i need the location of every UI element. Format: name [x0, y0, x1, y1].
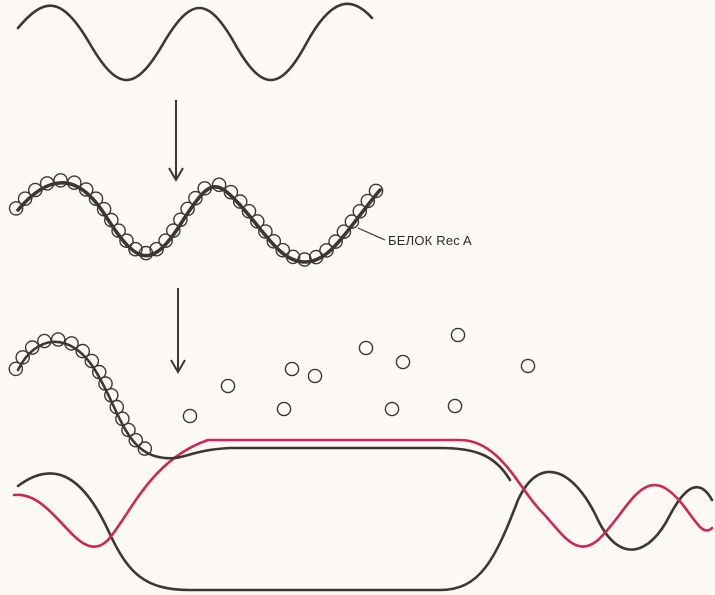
stage-2-group: [10, 174, 383, 266]
rec-a-protein-bead: [385, 402, 398, 415]
stage-2-dna-strand: [18, 183, 380, 262]
rec-a-protein-bead: [221, 379, 234, 392]
stage-1-dna-strand: [18, 4, 372, 80]
rec-a-protein-bead: [521, 359, 534, 372]
rec-a-protein-bead: [359, 341, 372, 354]
invading-strand: [18, 342, 510, 480]
protein-label: БЕЛОК Rec A: [388, 233, 472, 248]
stage-3-group: [9, 328, 712, 590]
rec-a-protein-bead: [298, 253, 311, 266]
rec-a-protein-bead: [38, 334, 51, 347]
rec-a-protein-bead: [308, 369, 321, 382]
rec-a-protein-bead: [396, 355, 409, 368]
rec-a-protein-bead: [54, 174, 67, 187]
rec-a-protein-bead: [52, 333, 65, 346]
rec-a-protein-bead: [183, 409, 196, 422]
arrow-down-icon: [171, 288, 185, 372]
label-pointer: [358, 228, 385, 240]
duplex-strand-pink: [14, 440, 712, 547]
rec-a-protein-bead: [285, 362, 298, 375]
free-rec-a-proteins: [183, 328, 534, 422]
rec-a-protein-bead: [213, 178, 226, 191]
arrow-down-icon: [169, 100, 183, 180]
rec-a-protein-bead: [277, 402, 290, 415]
rec-a-protein-bead: [451, 328, 464, 341]
rec-a-protein-bead: [448, 399, 461, 412]
